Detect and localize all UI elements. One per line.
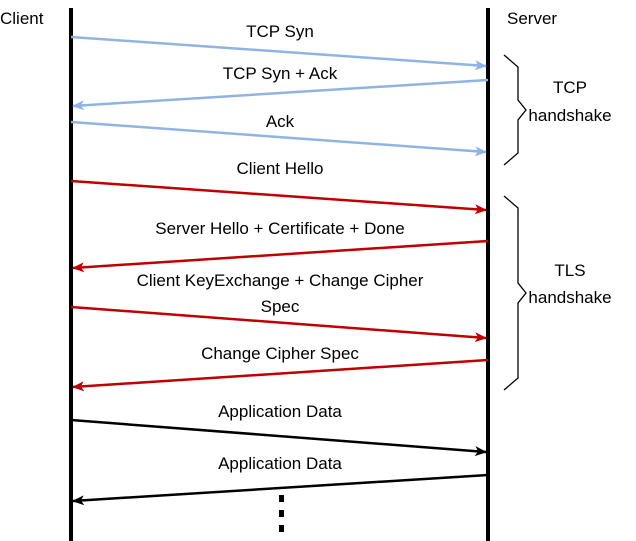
message-label: Application Data — [218, 402, 342, 421]
message-9: Application Data — [72, 454, 489, 506]
message-arrow — [70, 179, 487, 215]
message-arrow — [70, 305, 487, 343]
message-label: Server Hello + Certificate + Done — [155, 219, 404, 238]
message-arrow — [72, 239, 489, 273]
brace — [503, 54, 527, 166]
message-label: Client Hello — [237, 159, 324, 178]
message-label: TCP Syn — [246, 22, 314, 41]
message-7: Change Cipher Spec — [72, 344, 489, 392]
group-label: TLS — [554, 261, 585, 280]
message-arrow — [70, 418, 487, 457]
message-label: TCP Syn + Ack — [223, 64, 338, 83]
message-5: Server Hello + Certificate + Done — [72, 219, 489, 273]
message-label: Client KeyExchange + Change Cipher — [137, 271, 424, 290]
group-label: TCP — [553, 78, 587, 97]
message-label: Spec — [261, 297, 300, 316]
message-label: Ack — [266, 112, 295, 131]
message-arrow — [72, 78, 489, 111]
message-4: Client Hello — [70, 159, 487, 215]
brace — [503, 195, 527, 391]
handshake-group-1: TCP handshake — [503, 54, 612, 166]
message-arrow — [70, 35, 487, 71]
server-actor-label: Server — [507, 9, 557, 28]
group-label: handshake — [528, 288, 611, 307]
message-1: TCP Syn — [70, 22, 487, 71]
message-arrow — [70, 120, 487, 157]
group-label: handshake — [528, 106, 611, 125]
message-8: Application Data — [70, 402, 487, 457]
message-label: Application Data — [218, 454, 342, 473]
more-messages-ellipsis — [279, 495, 284, 532]
message-3: Ack — [70, 112, 487, 157]
client-actor-label: Client — [0, 9, 44, 28]
message-label: Change Cipher Spec — [201, 344, 359, 363]
message-arrow — [72, 473, 489, 506]
handshake-group-2: TLS handshake — [503, 195, 612, 391]
message-2: TCP Syn + Ack — [72, 64, 489, 111]
message-arrow — [72, 358, 489, 392]
